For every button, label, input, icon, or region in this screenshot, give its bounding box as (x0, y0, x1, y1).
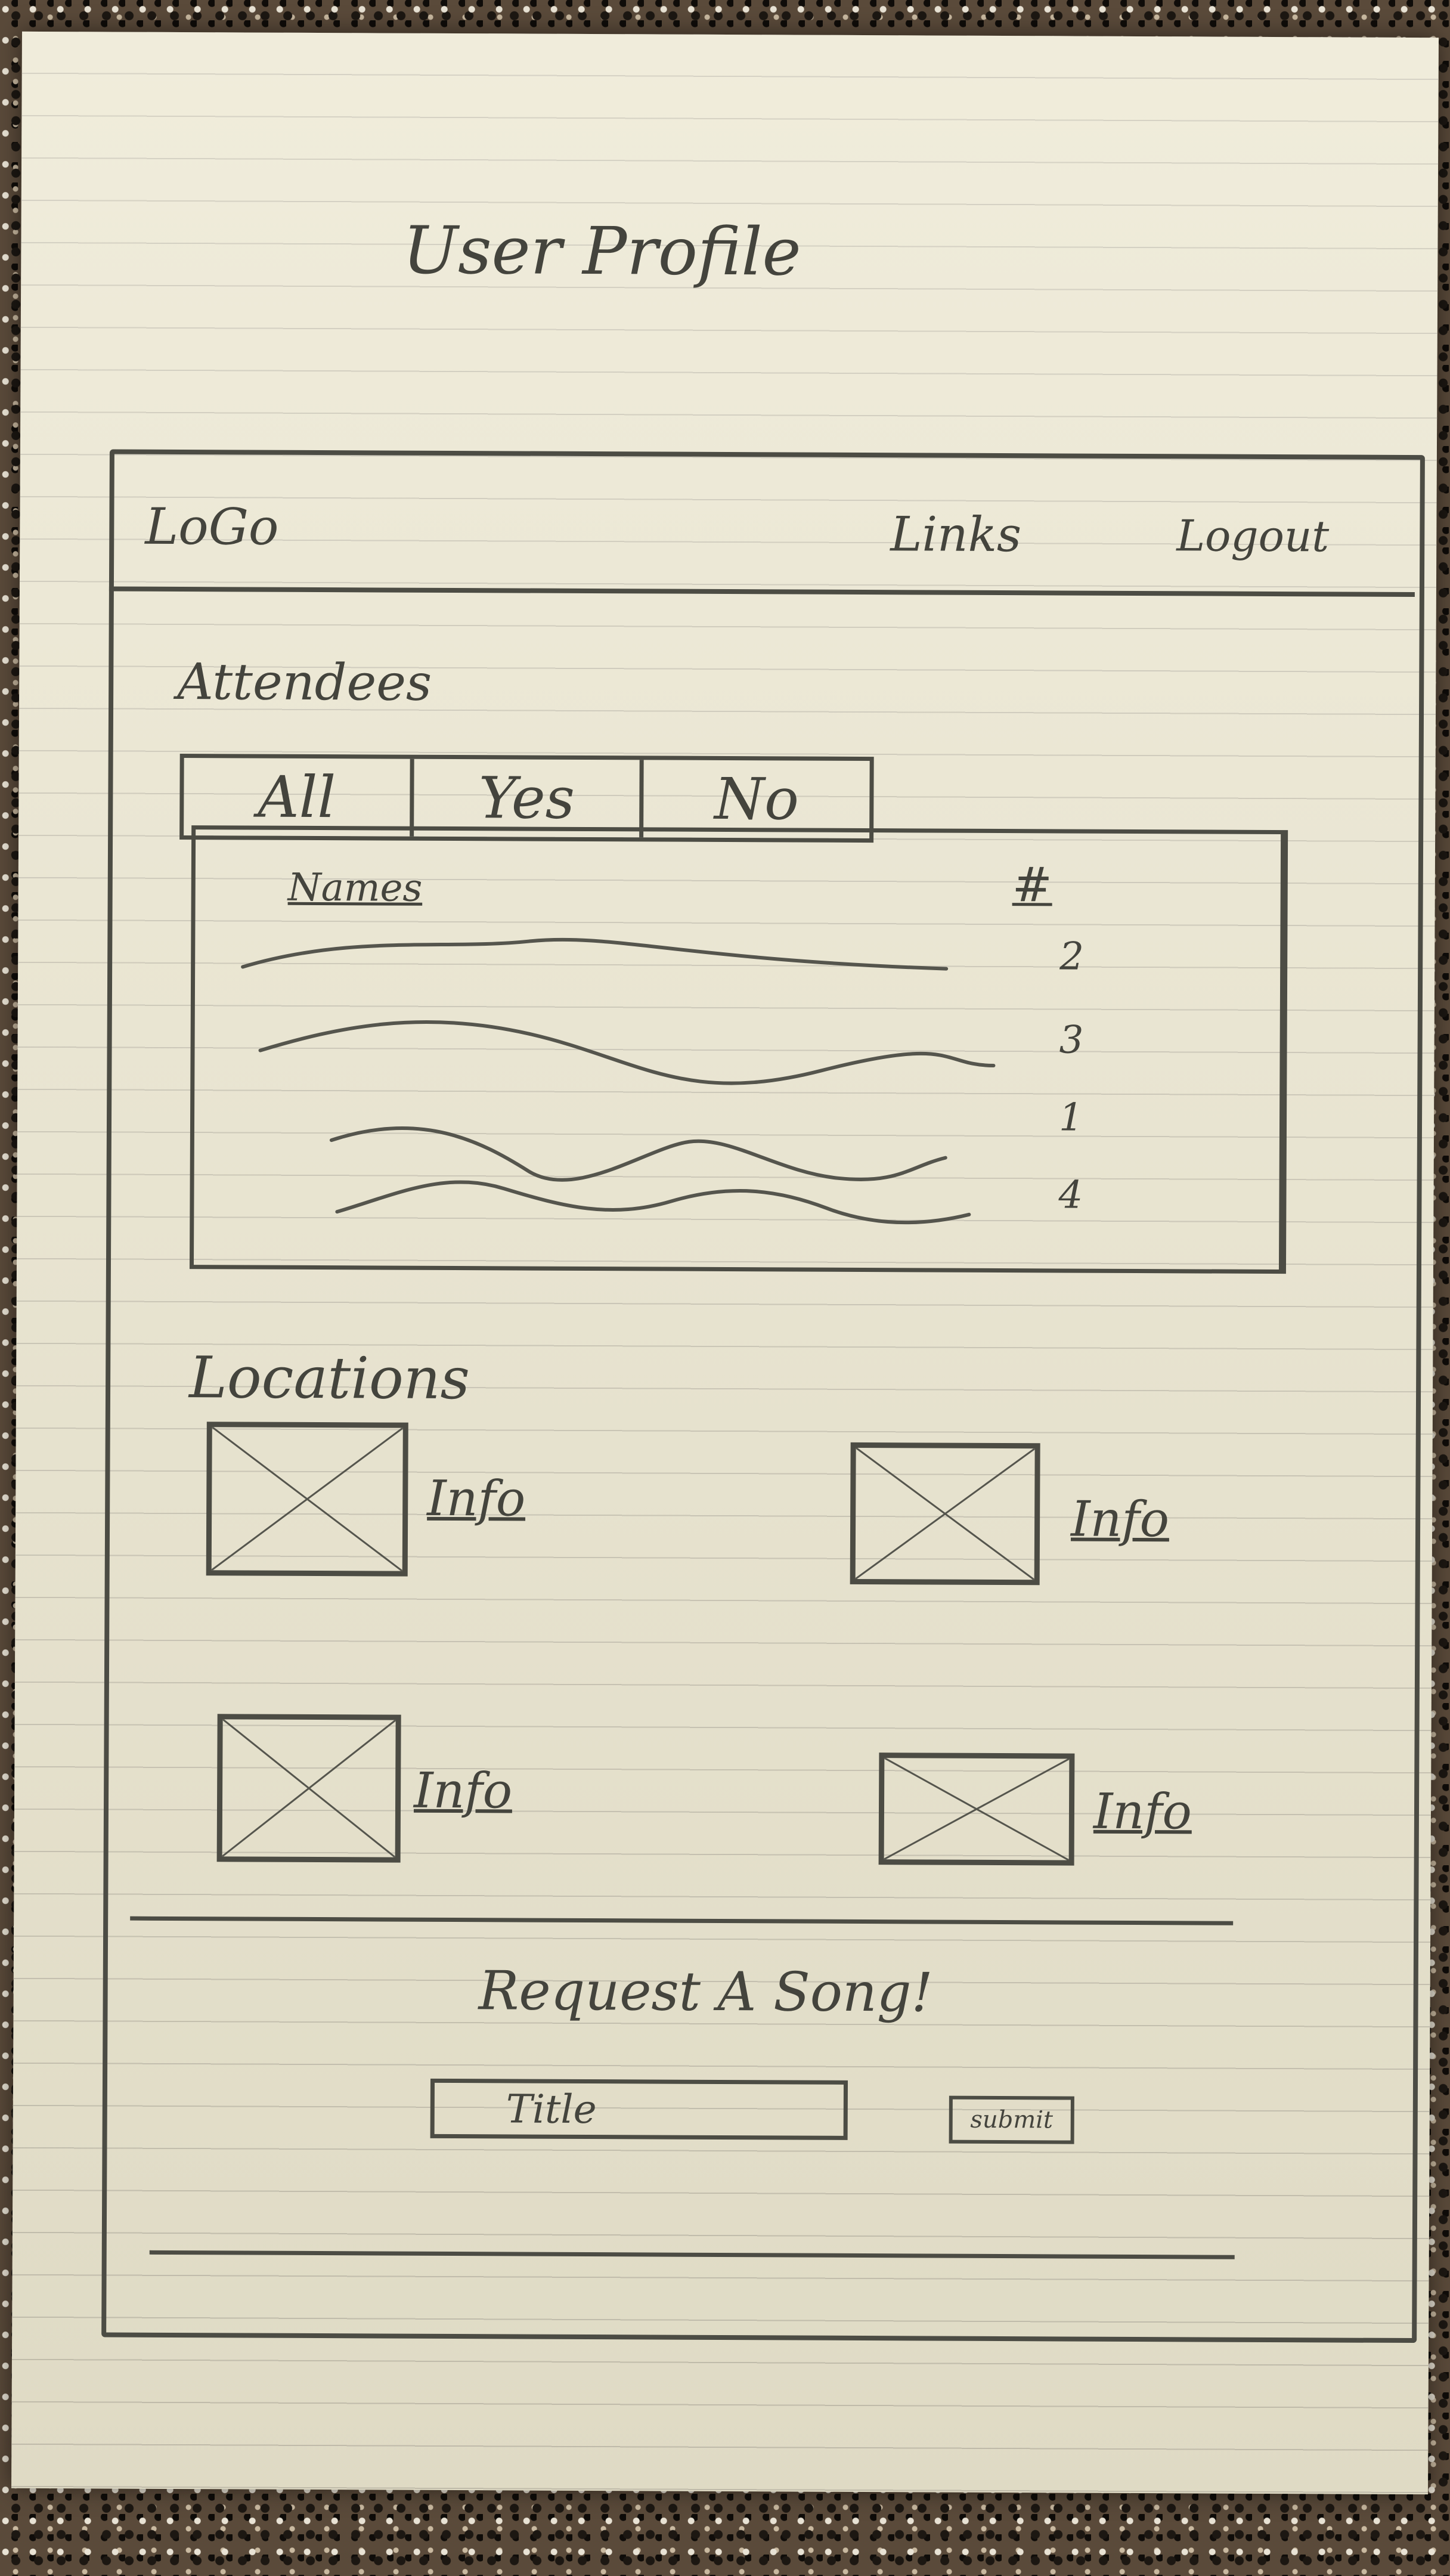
name-placeholder-squiggles (241, 937, 996, 1225)
request-song-heading: Request A Song! (478, 1959, 933, 2024)
song-title-input[interactable] (430, 2078, 848, 2140)
row-count-4: 4 (1058, 1173, 1083, 1218)
location-image-2[interactable] (850, 1442, 1040, 1586)
tab-yes[interactable]: Yes (413, 758, 645, 838)
location-info-link-4[interactable]: Info (1093, 1783, 1192, 1841)
name-squiggle-row-4 (335, 1180, 971, 1225)
tab-all[interactable]: All (184, 758, 414, 837)
locations-heading: Locations (188, 1344, 470, 1413)
location-image-1[interactable] (206, 1422, 408, 1577)
nav-links[interactable]: Links (890, 506, 1022, 563)
image-placeholder-icon (222, 1719, 396, 1857)
logo[interactable]: LoGo (145, 497, 279, 556)
submit-button[interactable]: submit (949, 2095, 1074, 2144)
location-image-4[interactable] (878, 1753, 1075, 1866)
logout-link[interactable]: Logout (1176, 510, 1330, 562)
page-title: User Profile (402, 212, 801, 290)
location-info-link-3[interactable]: Info (413, 1762, 513, 1820)
name-squiggle-row-1 (241, 937, 949, 971)
image-placeholder-icon (211, 1427, 403, 1571)
name-squiggle-row-2 (258, 1020, 996, 1085)
location-image-3[interactable] (216, 1714, 401, 1863)
image-placeholder-icon (884, 1758, 1070, 1860)
location-info-link-2[interactable]: Info (1070, 1491, 1170, 1549)
row-count-1: 2 (1059, 934, 1085, 979)
app-header: LoGo Links Logout (109, 449, 1415, 597)
row-count-3: 1 (1058, 1095, 1083, 1140)
image-placeholder-icon (856, 1447, 1035, 1580)
attendees-table: Names # 2 3 1 4 (189, 825, 1288, 1274)
row-count-2: 3 (1059, 1018, 1084, 1063)
notebook-paper: User Profile LoGo Links Logout Attendees… (11, 31, 1439, 2495)
location-info-link-1[interactable]: Info (427, 1470, 526, 1528)
name-squiggle-row-3 (329, 1126, 947, 1182)
tab-no[interactable]: No (714, 765, 800, 833)
attendees-heading: Attendees (177, 652, 432, 712)
